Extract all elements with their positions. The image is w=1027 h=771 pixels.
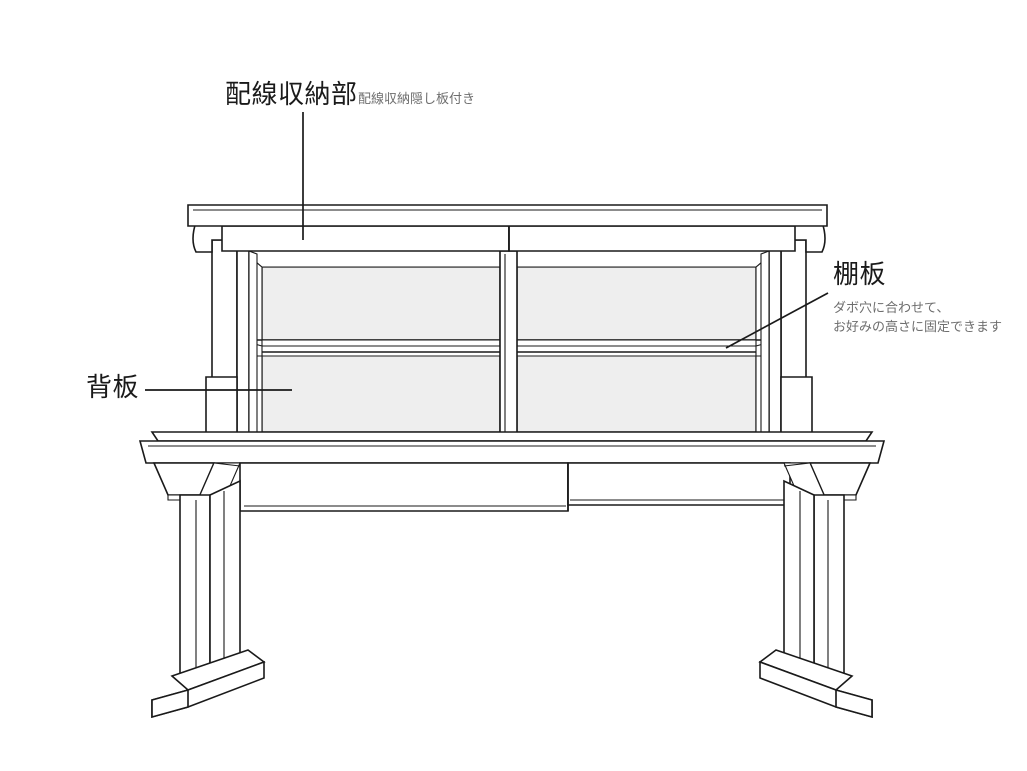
back-panel-right-lower <box>516 355 757 433</box>
desk-left-leg-group <box>179 479 241 678</box>
label-back-panel-title: 背板 <box>86 373 140 403</box>
desk-top-front-edge <box>138 440 886 464</box>
label-cable-storage-title: 配線収納部 <box>225 80 358 110</box>
leader-line-shelf <box>725 292 829 349</box>
label-shelf-title: 棚板 <box>833 260 887 290</box>
label-shelf-subtitle-line2: お好みの高さに固定できます <box>833 319 1003 335</box>
cable-band-right <box>508 225 796 252</box>
shelf-top-left <box>261 339 501 347</box>
back-panel-right-upper <box>516 266 757 341</box>
hutch-top-soffit-right <box>516 250 777 268</box>
desk-left-leg-side <box>209 479 241 678</box>
desk-right-foot-base <box>835 688 873 719</box>
desk-left-foot-group <box>151 649 266 719</box>
cable-band-left <box>221 225 510 252</box>
hutch-center-post-group <box>499 250 518 439</box>
hutch-right-pillar-reveal <box>760 250 770 445</box>
desk-left-corbel-edge <box>213 462 241 467</box>
desk-top-group <box>138 431 886 464</box>
hutch-left-corbel <box>192 221 229 253</box>
desk-right-leg-side <box>783 479 815 678</box>
label-shelf-subtitle: ダボ穴に合わせて、お好みの高さに固定できます <box>833 300 1002 338</box>
hutch-top-cap <box>187 204 828 227</box>
desk-left-foot-base <box>151 688 189 719</box>
label-cable-storage-subtitle: 配線収納隠し板付き <box>358 92 476 107</box>
hutch-right-pillar-inner-edge <box>768 243 782 454</box>
hutch-left-pillar-inner-edge <box>236 243 250 454</box>
hutch-left-pillar-group <box>192 221 258 454</box>
shelf-top-right <box>516 339 757 347</box>
hutch-right-pillar-group <box>760 221 826 454</box>
hutch-right-corbel <box>789 221 826 253</box>
desk-top-surface <box>150 431 874 442</box>
hutch-top-soffit-left <box>241 250 501 268</box>
desk-right-corbel-edge <box>783 462 811 467</box>
desk-apron-left <box>239 462 569 512</box>
label-shelf-subtitle-line1: ダボ穴に合わせて、 <box>833 301 950 316</box>
hutch-center-post <box>499 250 518 439</box>
desk-right-corbel-group <box>783 462 872 501</box>
desk-right-leg-front <box>813 494 845 677</box>
desk-apron-right <box>567 462 791 506</box>
back-panel-left-upper <box>261 266 501 341</box>
hutch-top-cap-group <box>187 204 828 227</box>
back-panel-left-lower <box>261 355 501 433</box>
desk-right-foot-group <box>758 649 873 719</box>
hutch-left-pillar-reveal <box>248 250 258 445</box>
desk-right-leg-group <box>783 479 845 678</box>
cable-management-band-group <box>221 225 796 252</box>
desk-apron-group <box>239 462 791 512</box>
desk-left-leg-front <box>179 494 211 677</box>
